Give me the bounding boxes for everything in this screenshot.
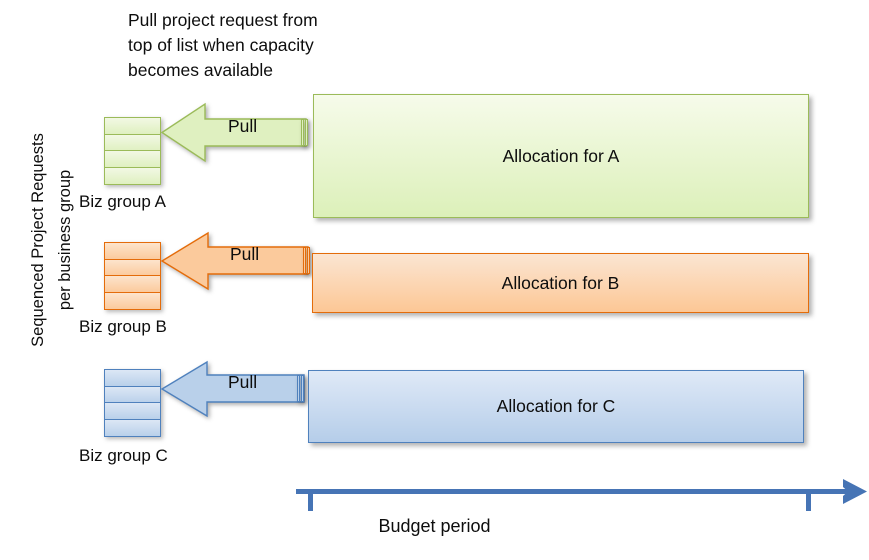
allocation-label-c: Allocation for C (496, 396, 616, 416)
budget-period-axis (296, 479, 867, 511)
queue-item[interactable] (104, 275, 161, 294)
queue-item[interactable] (104, 117, 161, 135)
pull-label-a: Pull (228, 116, 258, 136)
queue-stack-c (104, 369, 161, 437)
queue-item[interactable] (104, 385, 161, 404)
connector-b (303, 247, 310, 274)
queue-item[interactable] (104, 133, 161, 152)
pull-label-c: Pull (228, 372, 258, 392)
queue-item[interactable] (104, 402, 161, 421)
y-axis-label: Sequenced Project Requests per business … (25, 90, 85, 390)
budget-period-label: Budget period (378, 516, 491, 536)
connector-a (301, 119, 308, 146)
y-axis-label-line-2: per business group (56, 169, 74, 311)
timeline-arrowhead-icon (843, 479, 867, 504)
queue-item[interactable] (104, 150, 161, 169)
stack-label-a: Biz group A (79, 192, 166, 211)
queue-item[interactable] (104, 369, 161, 387)
pull-label-b: Pull (230, 244, 260, 264)
connector-c (297, 375, 304, 402)
timeline-tick-end (806, 489, 811, 511)
allocation-bar-a[interactable]: Allocation for A (313, 94, 809, 218)
y-axis-label-line-1: Sequenced Project Requests (29, 133, 47, 347)
allocation-label-b: Allocation for B (501, 272, 620, 293)
allocation-label-a: Allocation for A (502, 145, 620, 166)
queue-stack-a (104, 117, 161, 185)
allocation-bar-b[interactable]: Allocation for B (312, 253, 809, 313)
queue-item[interactable] (104, 258, 161, 277)
caption-text: Pull project request from top of list wh… (128, 10, 318, 80)
queue-item[interactable] (104, 418, 161, 437)
stack-label-c: Biz group C (79, 446, 168, 465)
queue-item[interactable] (104, 166, 161, 185)
queue-stack-b (104, 242, 161, 310)
allocation-bar-c[interactable]: Allocation for C (308, 370, 804, 443)
queue-item[interactable] (104, 291, 161, 310)
timeline-line (296, 489, 853, 494)
pull-arrow-c[interactable] (160, 358, 306, 420)
stack-label-b: Biz group B (79, 317, 167, 336)
timeline-tick-start (308, 489, 313, 511)
queue-item[interactable] (104, 242, 161, 260)
